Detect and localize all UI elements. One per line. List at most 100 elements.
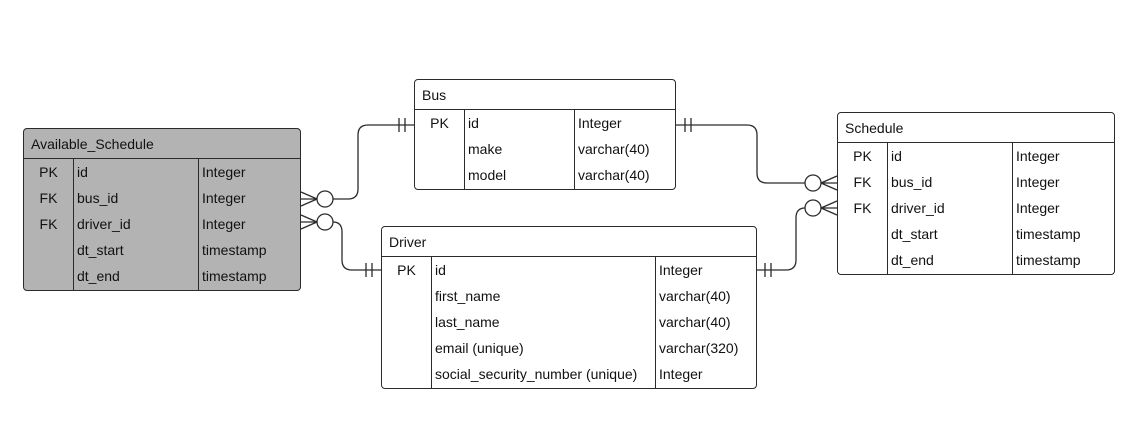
relationship-schedule-bus <box>676 118 838 192</box>
crows-foot-many <box>820 200 838 216</box>
attribute-type: Integer <box>202 190 246 206</box>
attribute-name: dt_start <box>77 242 124 258</box>
entity-attribute-list: PK id Integer make varchar(40) model varchar(4… <box>415 110 675 188</box>
attribute-type: timestamp <box>202 242 267 258</box>
attribute-row: first_name varchar(40) <box>382 283 756 309</box>
attribute-type: varchar(40) <box>659 314 731 330</box>
crows-foot-many <box>300 214 318 230</box>
attribute-row: email (unique) varchar(320) <box>382 335 756 361</box>
key-marker: FK <box>853 174 872 190</box>
attribute-name: id <box>468 115 479 131</box>
attribute-type: Integer <box>659 262 703 278</box>
zero-optionality-circle <box>804 174 822 192</box>
attribute-name: first_name <box>435 288 501 304</box>
attribute-type: timestamp <box>202 268 267 284</box>
column-divider <box>887 143 888 274</box>
attribute-row: model varchar(40) <box>415 162 675 188</box>
attribute-name: dt_start <box>891 226 938 242</box>
relationship-line <box>332 221 381 271</box>
attribute-name: id <box>891 148 902 164</box>
relationship-line <box>676 124 805 184</box>
attribute-row: social_security_number (unique) Integer <box>382 361 756 387</box>
attribute-name: last_name <box>435 314 500 330</box>
key-marker: FK <box>39 216 58 232</box>
key-marker: PK <box>430 115 449 131</box>
attribute-name: id <box>77 164 88 180</box>
attribute-name: driver_id <box>77 216 131 232</box>
attribute-name: social_security_number (unique) <box>435 366 638 382</box>
key-marker: PK <box>39 164 58 180</box>
column-divider <box>198 159 199 290</box>
attribute-name: driver_id <box>891 200 945 216</box>
key-marker: PK <box>853 148 872 164</box>
attribute-row: make varchar(40) <box>415 136 675 162</box>
crows-foot-many <box>820 175 838 191</box>
attribute-row: dt_start timestamp <box>838 221 1114 247</box>
attribute-row: PK id Integer <box>415 110 675 136</box>
attribute-row: last_name varchar(40) <box>382 309 756 335</box>
attribute-type: varchar(320) <box>659 340 739 356</box>
attribute-type: varchar(40) <box>659 288 731 304</box>
attribute-name: email (unique) <box>435 340 524 356</box>
attribute-name: bus_id <box>891 174 933 190</box>
attribute-name: model <box>468 167 507 183</box>
attribute-type: Integer <box>1016 148 1060 164</box>
entity-title: Schedule <box>838 113 1114 143</box>
attribute-type: varchar(40) <box>578 141 650 157</box>
attribute-type: Integer <box>202 216 246 232</box>
attribute-name: dt_end <box>891 252 934 268</box>
attribute-type: Integer <box>1016 200 1060 216</box>
attribute-row: FK driver_id Integer <box>24 211 300 237</box>
entity-title: Available_Schedule <box>24 129 300 159</box>
attribute-row: dt_start timestamp <box>24 237 300 263</box>
zero-optionality-circle <box>316 213 334 231</box>
attribute-type: timestamp <box>1016 252 1081 268</box>
entity-title: Driver <box>382 227 756 257</box>
attribute-type: Integer <box>659 366 703 382</box>
attribute-row: FK bus_id Integer <box>838 169 1114 195</box>
attribute-row: PK id Integer <box>382 257 756 283</box>
attribute-row: PK id Integer <box>24 159 300 185</box>
column-divider <box>431 257 432 388</box>
attribute-row: FK bus_id Integer <box>24 185 300 211</box>
attribute-row: PK id Integer <box>838 143 1114 169</box>
column-divider <box>464 110 465 189</box>
attribute-type: Integer <box>578 115 622 131</box>
relationship-line <box>333 124 414 200</box>
key-marker: FK <box>39 190 58 206</box>
relationship-line <box>757 207 806 271</box>
attribute-type: Integer <box>1016 174 1060 190</box>
attribute-name: make <box>468 141 503 157</box>
key-marker: FK <box>853 200 872 216</box>
attribute-type: Integer <box>202 164 246 180</box>
column-divider <box>655 257 656 388</box>
relationship-available-schedule-bus <box>300 118 414 208</box>
relationship-available-schedule-driver <box>300 213 381 277</box>
crows-foot-many <box>300 191 318 207</box>
attribute-name: id <box>435 262 446 278</box>
attribute-name: bus_id <box>77 190 119 206</box>
attribute-row: dt_end timestamp <box>838 247 1114 273</box>
attribute-type: timestamp <box>1016 226 1081 242</box>
attribute-type: varchar(40) <box>578 167 650 183</box>
relationship-schedule-driver <box>757 199 838 277</box>
entity-title: Bus <box>415 80 675 110</box>
key-marker: PK <box>397 262 416 278</box>
attribute-row: dt_end timestamp <box>24 263 300 289</box>
column-divider <box>574 110 575 189</box>
attribute-name: dt_end <box>77 268 120 284</box>
attribute-row: FK driver_id Integer <box>838 195 1114 221</box>
zero-optionality-circle <box>804 199 822 217</box>
column-divider <box>73 159 74 290</box>
column-divider <box>1012 143 1013 274</box>
zero-optionality-circle <box>316 190 334 208</box>
